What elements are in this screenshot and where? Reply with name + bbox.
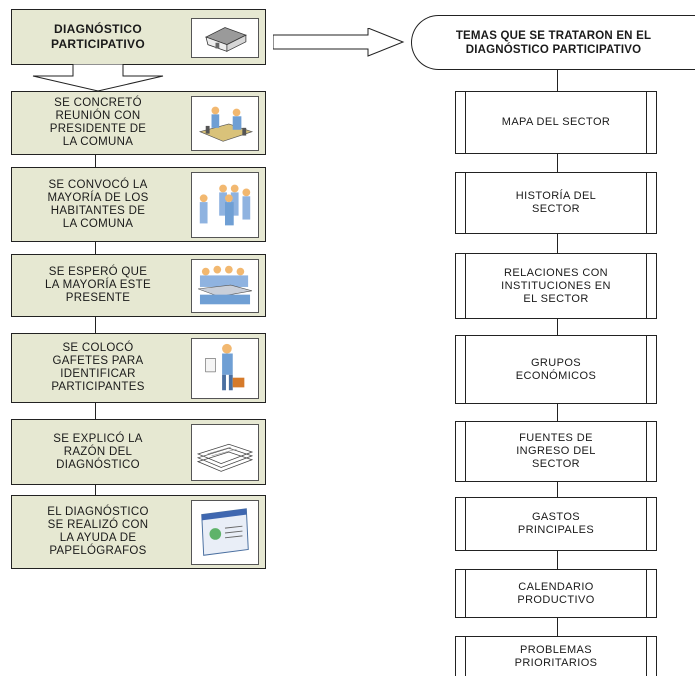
- connector-line: [95, 241, 96, 255]
- connector-line: [557, 550, 558, 569]
- step-label: SE CONVOCÓ LA MAYORÍA DE LOS HABITANTES …: [47, 178, 149, 230]
- connector-line: [95, 154, 96, 168]
- connector-line: [557, 481, 558, 497]
- topic-label: CALENDARIO PRODUCTIVO: [517, 580, 595, 606]
- topic-label: FUENTES DE INGRESO DEL SECTOR: [516, 432, 596, 470]
- connector-line: [95, 484, 96, 496]
- connector-line: [557, 403, 558, 421]
- badge-person-icon: [191, 338, 259, 399]
- step-box: SE ESPERÓ QUE LA MAYORÍA ESTE PRESENTE: [11, 254, 266, 317]
- topic-label: GASTOS PRINCIPALES: [517, 511, 595, 536]
- connector-line: [95, 402, 96, 420]
- step-box: SE CONVOCÓ LA MAYORÍA DE LOS HABITANTES …: [11, 167, 266, 242]
- right-arrow-icon: [273, 28, 405, 57]
- step-box: SE EXPLICÓ LA RAZÓN DEL DIAGNÓSTICO: [11, 419, 266, 485]
- step-label: SE EXPLICÓ LA RAZÓN DEL DIAGNÓSTICO: [53, 432, 143, 471]
- topic-box: RELACIONES CON INSTITUCIONES EN EL SECTO…: [455, 253, 657, 319]
- step-box: SE COLOCÓ GAFETES PARA IDENTIFICAR PARTI…: [11, 333, 266, 403]
- step-label: EL DIAGNÓSTICO SE REALIZÓ CON LA AYUDA D…: [47, 506, 149, 557]
- connector-line: [557, 233, 558, 253]
- flipchart-icon: [191, 500, 259, 565]
- topic-box: GRUPOS ECONÓMICOS: [455, 335, 657, 404]
- step-box: SE CONCRETÓ REUNIÓN CON PRESIDENTE DE LA…: [11, 91, 266, 155]
- topic-box: MAPA DEL SECTOR: [455, 91, 657, 154]
- connector-line: [557, 617, 558, 636]
- topic-box: GASTOS PRINCIPALES: [455, 497, 657, 551]
- topic-label: HISTORÍA DEL SECTOR: [515, 190, 597, 215]
- audience-icon: [191, 259, 259, 313]
- topic-box: CALENDARIO PRODUCTIVO: [455, 569, 657, 618]
- topic-box: HISTORÍA DEL SECTOR: [455, 172, 657, 234]
- header-label: DIAGNÓSTICO PARTICIPATIVO: [51, 22, 145, 51]
- step-label: SE ESPERÓ QUE LA MAYORÍA ESTE PRESENTE: [45, 266, 151, 304]
- connector-line: [557, 70, 558, 91]
- meeting-icon: [191, 96, 259, 151]
- step-label: SE CONCRETÓ REUNIÓN CON PRESIDENTE DE LA…: [49, 97, 147, 148]
- topic-label: GRUPOS ECONÓMICOS: [515, 356, 597, 382]
- header-box: DIAGNÓSTICO PARTICIPATIVO: [11, 9, 266, 65]
- connector-line: [557, 153, 558, 172]
- topic-label: RELACIONES CON INSTITUCIONES EN EL SECTO…: [501, 266, 611, 305]
- connector-line: [557, 318, 558, 335]
- topic-label: PROBLEMAS PRIORITARIOS: [514, 643, 598, 669]
- papers-icon: [191, 424, 259, 481]
- step-box: EL DIAGNÓSTICO SE REALIZÓ CON LA AYUDA D…: [11, 495, 266, 569]
- connector-line: [95, 316, 96, 334]
- step-label: SE COLOCÓ GAFETES PARA IDENTIFICAR PARTI…: [51, 342, 145, 393]
- topic-box: FUENTES DE INGRESO DEL SECTOR: [455, 421, 657, 482]
- house-icon: [191, 18, 259, 58]
- down-arrow-icon: [32, 64, 164, 92]
- topic-label: MAPA DEL SECTOR: [501, 116, 611, 128]
- people-group-icon: [191, 172, 259, 238]
- topics-header: TEMAS QUE SE TRATARON EN EL DIAGNÓSTICO …: [411, 15, 695, 70]
- topic-box: PROBLEMAS PRIORITARIOS: [455, 636, 657, 676]
